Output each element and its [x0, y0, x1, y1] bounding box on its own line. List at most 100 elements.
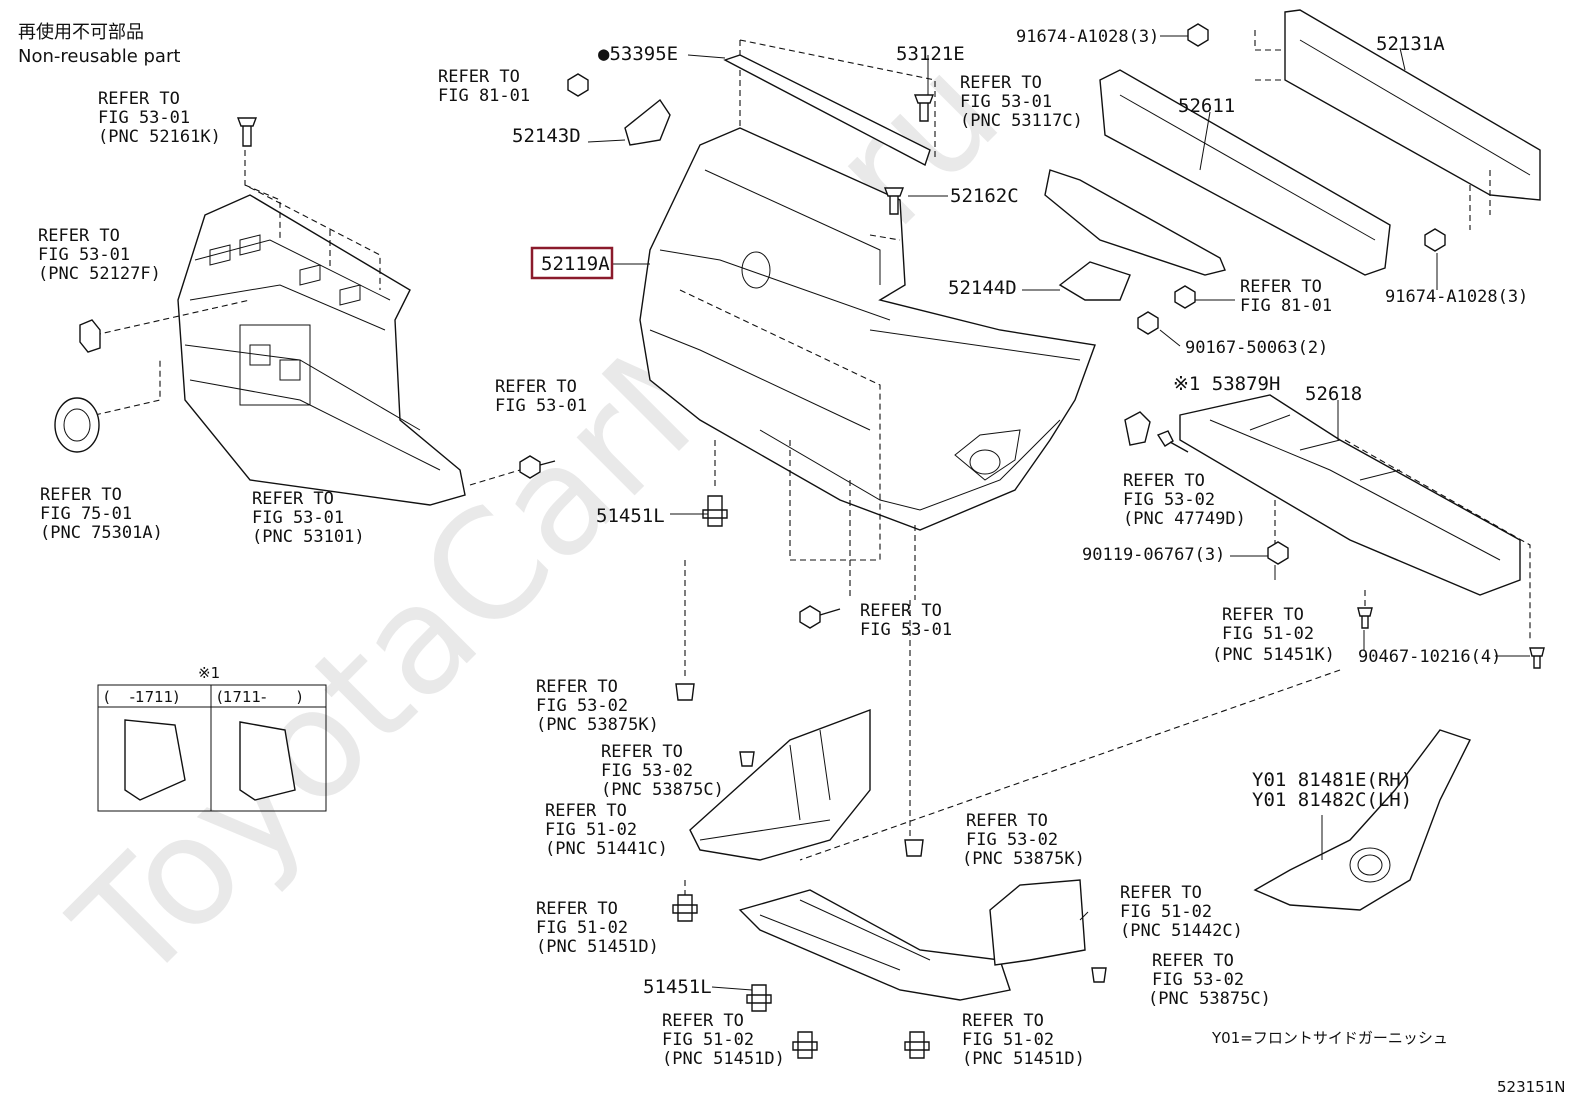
- under-cover-51442c[interactable]: [989, 879, 1086, 966]
- reinforcement-52131a[interactable]: [1284, 9, 1541, 201]
- part-91674-right[interactable]: 91674-A1028(3): [1385, 287, 1528, 307]
- svg-text:REFER TO: REFER TO: [1123, 471, 1205, 491]
- svg-text:REFER TO: REFER TO: [860, 601, 942, 621]
- refer-75301a[interactable]: REFER TO FIG 75-01 (PNC 75301A): [40, 485, 163, 543]
- part-51451l-a[interactable]: 51451L: [596, 505, 665, 527]
- svg-text:REFER TO: REFER TO: [1240, 277, 1322, 297]
- refer-52161k[interactable]: REFER TO FIG 53-01 (PNC 52161K): [98, 89, 221, 147]
- garnish-y01[interactable]: [1253, 729, 1471, 911]
- svg-text:(PNC 47749D): (PNC 47749D): [1123, 509, 1246, 529]
- svg-text:FIG 53-02: FIG 53-02: [1123, 490, 1215, 510]
- refer-47749d[interactable]: REFER TO FIG 53-02 (PNC 47749D): [1123, 471, 1246, 529]
- refer-53101[interactable]: REFER TO FIG 53-01 (PNC 53101): [252, 489, 365, 547]
- inset-col1: ( -1711): [104, 688, 179, 706]
- part-52131a[interactable]: 52131A: [1376, 33, 1445, 55]
- bumper-cover-52119a[interactable]: [639, 127, 1096, 531]
- refer-51441c[interactable]: REFER TO FIG 51-02 (PNC 51441C): [545, 801, 668, 859]
- absorber-52611[interactable]: [1099, 69, 1391, 276]
- part-90119[interactable]: 90119-06767(3): [1082, 545, 1225, 565]
- leader-lines: [587, 35, 1530, 991]
- svg-text:FIG 51-02: FIG 51-02: [545, 820, 637, 840]
- clip-52162c[interactable]: [883, 187, 905, 215]
- clip-52127f[interactable]: [79, 319, 101, 353]
- clip-52161k[interactable]: [236, 117, 258, 147]
- refer-53875k-b[interactable]: REFER TO FIG 53-02 (PNC 53875K): [962, 811, 1085, 869]
- svg-text:(PNC 53117C): (PNC 53117C): [960, 111, 1083, 131]
- part-52611[interactable]: 52611: [1178, 95, 1235, 117]
- refer-53-01-low[interactable]: REFER TO FIG 53-01: [860, 601, 952, 640]
- refer-53-01-mid[interactable]: REFER TO FIG 53-01: [495, 377, 587, 416]
- under-cover-51441c[interactable]: [689, 708, 871, 861]
- figure-code: 523151N: [1497, 1078, 1565, 1096]
- inset-mark: ※1: [198, 664, 220, 682]
- refer-51442c[interactable]: REFER TO FIG 51-02 (PNC 51442C): [1120, 883, 1243, 941]
- svg-text:FIG 53-02: FIG 53-02: [966, 830, 1058, 850]
- clip-53121e[interactable]: [913, 94, 935, 122]
- svg-text:REFER TO: REFER TO: [252, 489, 334, 509]
- bolt-91674-top[interactable]: [1187, 23, 1209, 47]
- refer-53875c-a[interactable]: REFER TO FIG 53-02 (PNC 53875C): [601, 742, 724, 800]
- part-81481e[interactable]: Y01 81481E(RH): [1252, 769, 1412, 791]
- refer-51451d-a[interactable]: REFER TO FIG 51-02 (PNC 51451D): [536, 899, 659, 957]
- part-52162c[interactable]: 52162C: [950, 185, 1019, 207]
- bolt-51451d-b[interactable]: [792, 1031, 818, 1059]
- bolt-51451d-c[interactable]: [904, 1031, 930, 1059]
- part-90467[interactable]: 90467-10216(4): [1358, 647, 1501, 667]
- bolt-51451d-a[interactable]: [672, 894, 698, 922]
- bolt-90119[interactable]: [1267, 541, 1289, 565]
- bolt-53-01-low[interactable]: [799, 605, 841, 629]
- bracket-53117c[interactable]: [1044, 169, 1226, 276]
- bracket-52143d[interactable]: [567, 73, 671, 146]
- part-52143d[interactable]: 52143D: [512, 125, 581, 147]
- part-52618[interactable]: 52618: [1305, 383, 1362, 405]
- clip-90467[interactable]: [1529, 647, 1545, 669]
- part-81482c[interactable]: Y01 81482C(LH): [1252, 789, 1412, 811]
- svg-text:FIG 75-01: FIG 75-01: [40, 504, 132, 524]
- refer-53875c-b[interactable]: REFER TO FIG 53-02 (PNC 53875C): [1148, 951, 1271, 1009]
- refer-81-01-top[interactable]: REFER TO FIG 81-01: [438, 67, 530, 106]
- bolt-51451l-a[interactable]: [702, 495, 728, 527]
- bracket-52144d[interactable]: [1058, 261, 1196, 335]
- part-52119a-highlight[interactable]: 52119A: [530, 246, 614, 280]
- refer-51451d-b[interactable]: REFER TO FIG 51-02 (PNC 51451D): [662, 1011, 785, 1069]
- svg-text:REFER TO: REFER TO: [1152, 951, 1234, 971]
- inset-col2: (1711- ): [217, 688, 302, 706]
- part-90167[interactable]: 90167-50063(2): [1185, 338, 1328, 358]
- part-53121e[interactable]: 53121E: [896, 43, 965, 65]
- bolt-91674-right[interactable]: [1424, 228, 1446, 252]
- refer-51451k[interactable]: REFER TO FIG 51-02 (PNC 51451K): [1212, 605, 1335, 665]
- svg-text:FIG 53-01: FIG 53-01: [960, 92, 1052, 112]
- part-51451l-b[interactable]: 51451L: [643, 976, 712, 998]
- clip-53875k-a[interactable]: [675, 683, 695, 701]
- clip-53875k-b[interactable]: [904, 839, 924, 857]
- svg-text:(PNC 51451D): (PNC 51451D): [662, 1049, 785, 1069]
- emblem[interactable]: [54, 397, 100, 453]
- part-53879h[interactable]: ※1 53879H: [1173, 373, 1280, 395]
- watermark: ToyotaCarMireru: [42, 25, 1033, 1016]
- clip-53875c-a[interactable]: [739, 751, 755, 767]
- svg-text:(PNC 52161K): (PNC 52161K): [98, 127, 221, 147]
- svg-text:REFER TO: REFER TO: [1120, 883, 1202, 903]
- bolt-53-01[interactable]: [519, 455, 556, 479]
- svg-text:FIG 53-01: FIG 53-01: [860, 620, 952, 640]
- under-cover-center[interactable]: [738, 889, 1011, 1001]
- lower-cover-52618[interactable]: [1179, 394, 1521, 596]
- refer-81-01-right[interactable]: REFER TO FIG 81-01: [1240, 277, 1332, 316]
- refer-52127f[interactable]: REFER TO FIG 53-01 (PNC 52127F): [38, 226, 161, 284]
- part-52119a[interactable]: 52119A: [541, 253, 610, 275]
- refer-53117c[interactable]: REFER TO FIG 53-01 (PNC 53117C): [960, 73, 1083, 131]
- refer-53875k-a[interactable]: REFER TO FIG 53-02 (PNC 53875K): [536, 677, 659, 735]
- strip-53395e[interactable]: [723, 54, 931, 167]
- refer-51451d-c[interactable]: REFER TO FIG 51-02 (PNC 51451D): [962, 1011, 1085, 1069]
- grille-assembly[interactable]: [177, 194, 466, 506]
- part-53395e[interactable]: ●53395E: [598, 43, 678, 65]
- clip-53875c-b[interactable]: [1091, 967, 1107, 983]
- svg-text:FIG 53-02: FIG 53-02: [601, 761, 693, 781]
- bolt-51451l-b[interactable]: [746, 984, 772, 1012]
- part-52144d[interactable]: 52144D: [948, 277, 1017, 299]
- svg-text:REFER TO: REFER TO: [536, 899, 618, 919]
- clip-53879h[interactable]: [1124, 411, 1189, 453]
- clip-51451k[interactable]: [1357, 607, 1373, 629]
- svg-text:(PNC 53875K): (PNC 53875K): [962, 849, 1085, 869]
- part-91674-top[interactable]: 91674-A1028(3): [1016, 27, 1159, 47]
